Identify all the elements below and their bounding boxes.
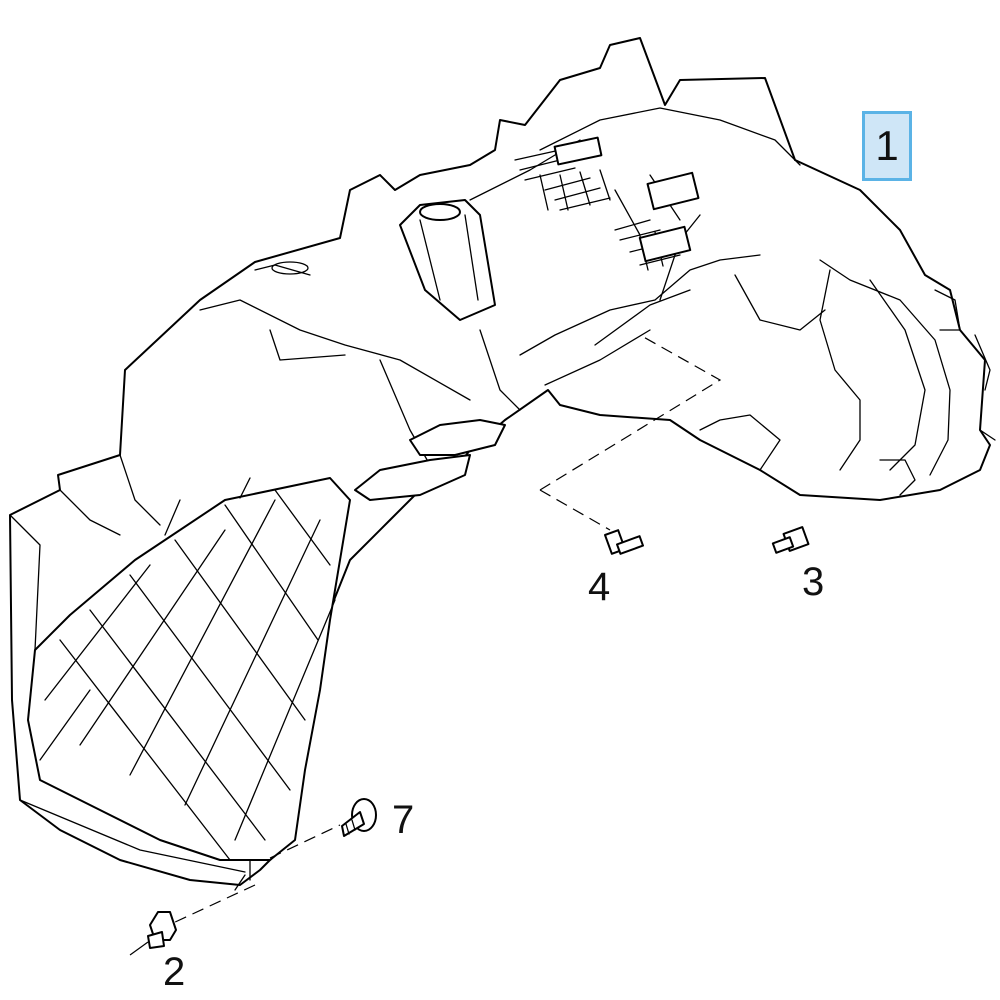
callout-3[interactable]: 3 bbox=[802, 560, 825, 604]
body-contours bbox=[9, 261, 521, 891]
clip-tab-1 bbox=[553, 136, 603, 166]
leader-4-dashed-2 bbox=[539, 489, 611, 531]
inner-ribs-right bbox=[699, 259, 996, 496]
front-tab bbox=[354, 454, 471, 501]
clip-nut-2[interactable] bbox=[147, 911, 177, 949]
callout-4[interactable]: 4 bbox=[588, 565, 611, 609]
callout-7[interactable]: 7 bbox=[392, 798, 415, 842]
clip-tab-2 bbox=[646, 171, 700, 211]
leader-2 bbox=[129, 941, 149, 956]
push-pin-4[interactable] bbox=[604, 529, 644, 555]
callout-1: 1 bbox=[875, 122, 899, 169]
boss-hole bbox=[419, 203, 461, 221]
leader-7-dashed bbox=[269, 824, 341, 859]
boss-mount bbox=[399, 199, 496, 321]
screw-7[interactable] bbox=[341, 798, 377, 837]
push-pin-3[interactable] bbox=[771, 526, 810, 554]
mesh-grid bbox=[39, 477, 336, 861]
mesh-panel bbox=[27, 477, 351, 861]
centre-tab bbox=[409, 419, 506, 456]
callout-1-highlight[interactable]: 1 bbox=[862, 111, 912, 181]
boss-edges bbox=[419, 214, 479, 301]
leader-4-dashed bbox=[539, 334, 722, 491]
clip-tab-3 bbox=[638, 225, 692, 263]
callout-2[interactable]: 2 bbox=[163, 950, 186, 994]
